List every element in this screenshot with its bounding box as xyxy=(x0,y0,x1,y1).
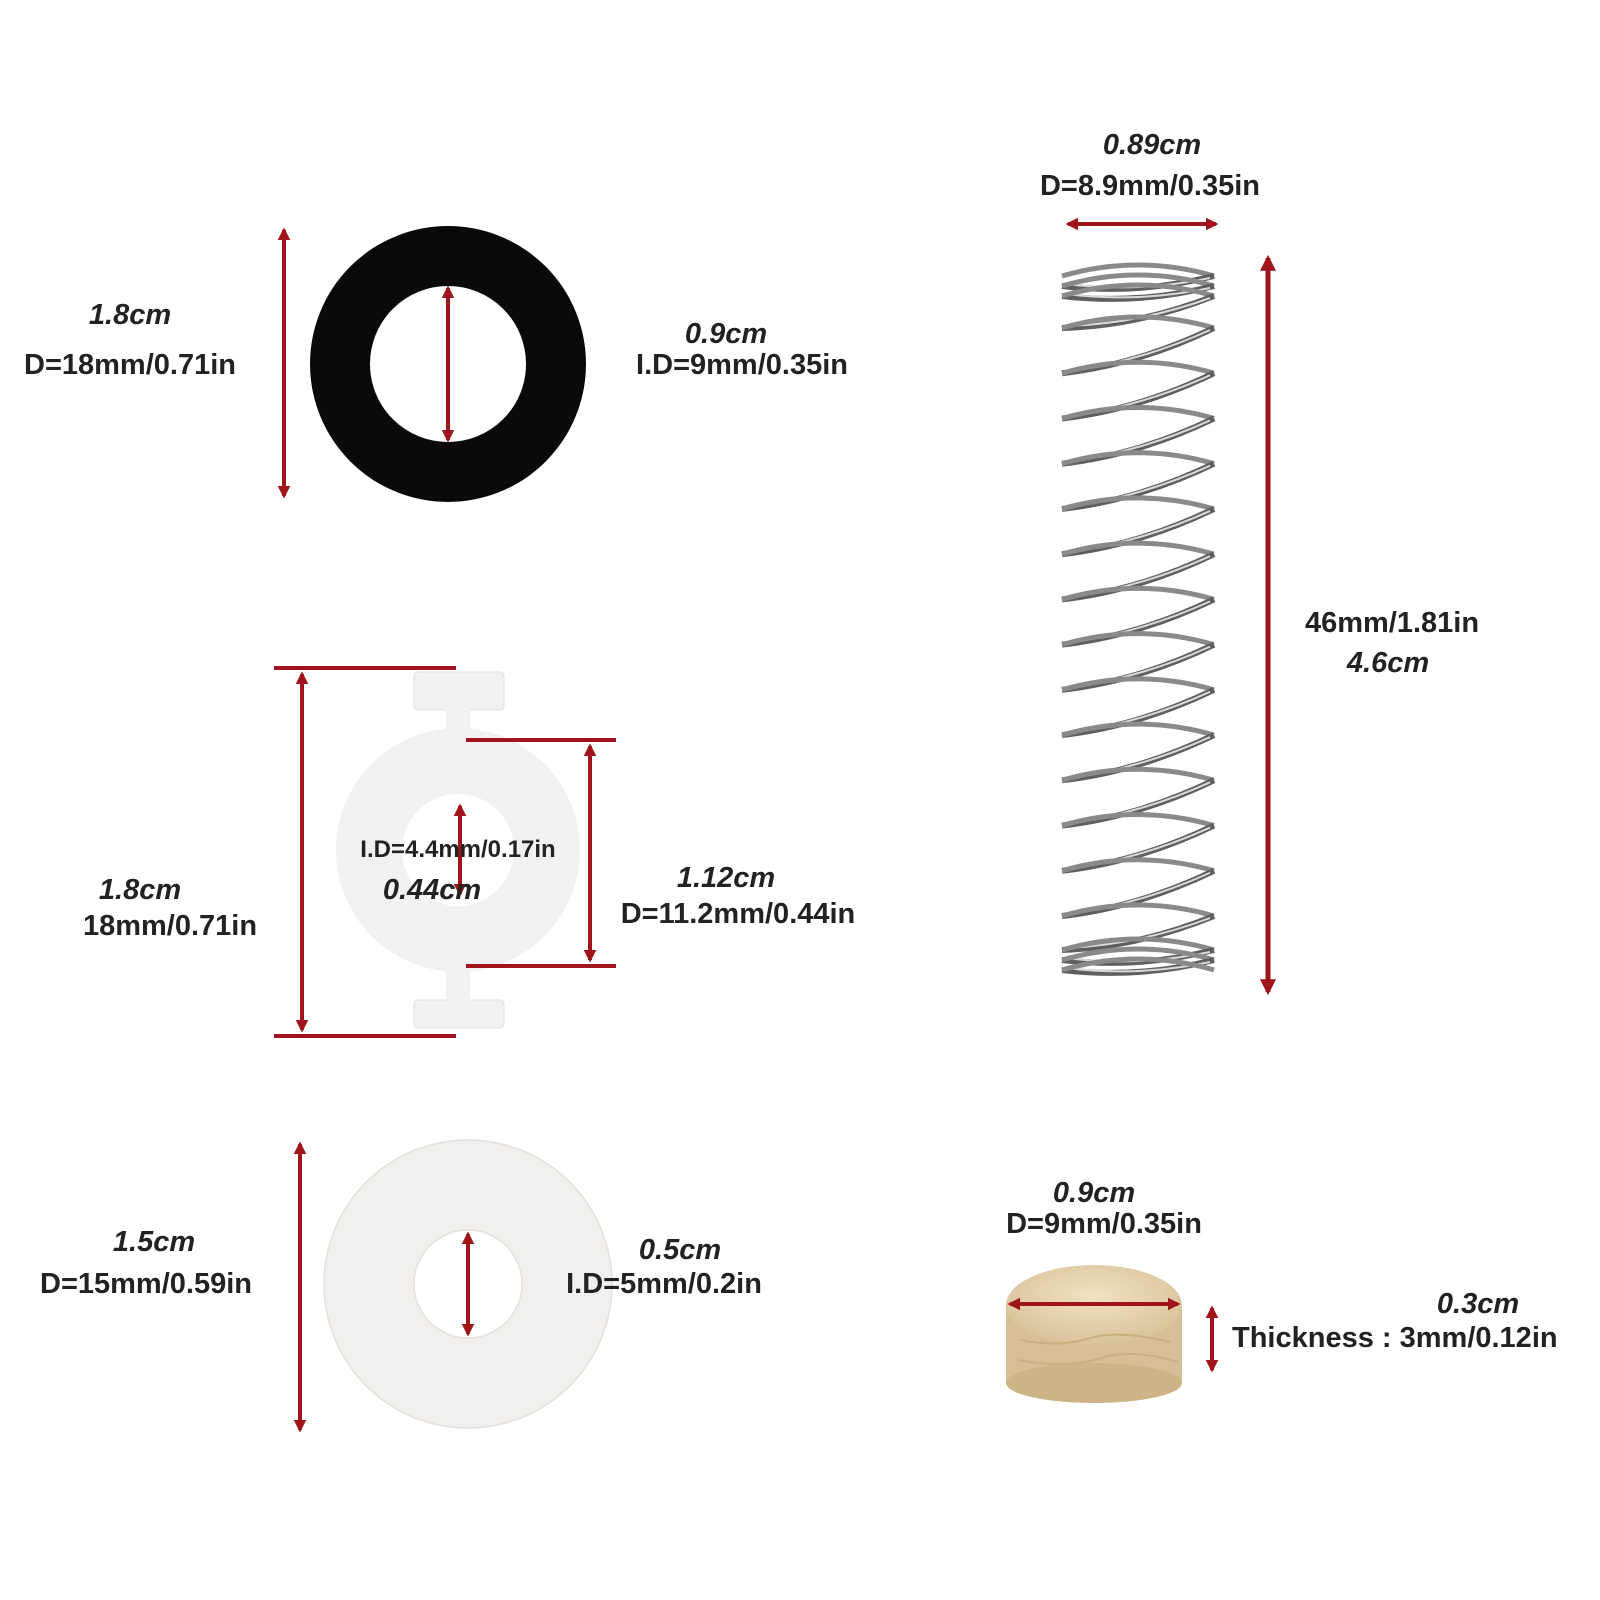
plastic-washer-outer-spec: D=11.2mm/0.44in xyxy=(620,898,856,930)
spring-length-spec: 46mm/1.81in xyxy=(1304,607,1480,639)
black-felt-washer xyxy=(310,226,586,502)
spring-diameter-cm: 0.89cm xyxy=(1102,129,1202,161)
white-washer-outer-spec: D=15mm/0.59in xyxy=(40,1268,252,1300)
spring-coil-back xyxy=(1061,721,1215,738)
plastic-washer-inner-cm: 0.44cm xyxy=(382,874,482,906)
spring-coil-back xyxy=(1061,450,1215,467)
black-washer-inner-spec: I.D=9mm/0.35in xyxy=(636,349,848,381)
plastic-washer-outer-cm: 1.12cm xyxy=(676,862,776,894)
plastic-washer-height-cm: 1.8cm xyxy=(98,874,182,906)
spring-coil-back xyxy=(1061,272,1215,289)
spring-coil-back xyxy=(1061,631,1215,648)
spring-diameter-spec: D=8.9mm/0.35in xyxy=(1039,170,1261,202)
black-washer-outer-cm: 1.8cm xyxy=(88,299,172,331)
spring-coil-back xyxy=(1061,359,1215,376)
felt-pad-diameter-cm: 0.9cm xyxy=(1052,1177,1136,1209)
felt-pad-thickness-spec: Thickness : 3mm/0.12in xyxy=(1232,1322,1558,1354)
spring-coil-back xyxy=(1061,405,1215,421)
spring-coil-back xyxy=(1061,676,1215,693)
white-washer-inner-spec: I.D=5mm/0.2in xyxy=(566,1268,762,1300)
compression-spring xyxy=(1061,262,1216,976)
spring-coil-back xyxy=(1061,902,1215,919)
plastic-washer-inner-spec: I.D=4.4mm/0.17in xyxy=(360,836,556,863)
spring-coil-back xyxy=(1061,262,1215,279)
plastic-washer-height-spec: 18mm/0.71in xyxy=(82,910,258,942)
white-washer-inner-cm: 0.5cm xyxy=(638,1234,722,1266)
plastic-washer xyxy=(336,671,580,1029)
spring-coil-back xyxy=(1061,766,1215,783)
spring-coil-back xyxy=(1061,540,1215,557)
felt-pad-diameter-spec: D=9mm/0.35in xyxy=(1006,1208,1202,1240)
white-felt-washer xyxy=(323,1139,613,1429)
spring-coil-back xyxy=(1061,946,1215,963)
spring-length-cm: 4.6cm xyxy=(1346,647,1430,679)
felt-pad-thickness-cm: 0.3cm xyxy=(1436,1288,1520,1320)
black-washer-inner-cm: 0.9cm xyxy=(684,318,768,350)
black-washer-outer-spec: D=18mm/0.71in xyxy=(24,349,236,381)
spring-coil-back xyxy=(1061,585,1215,602)
felt-pad xyxy=(1006,1265,1182,1403)
spring-coil-back xyxy=(1061,936,1215,953)
white-washer-outer-cm: 1.5cm xyxy=(112,1226,196,1258)
spring-coil-back xyxy=(1061,812,1215,828)
spring-coil-back xyxy=(1061,282,1215,299)
spring-coil-back xyxy=(1061,857,1215,874)
spring-coil-back xyxy=(1061,956,1215,973)
spring-coil-back xyxy=(1061,495,1215,512)
spring-coil-back xyxy=(1061,314,1215,331)
